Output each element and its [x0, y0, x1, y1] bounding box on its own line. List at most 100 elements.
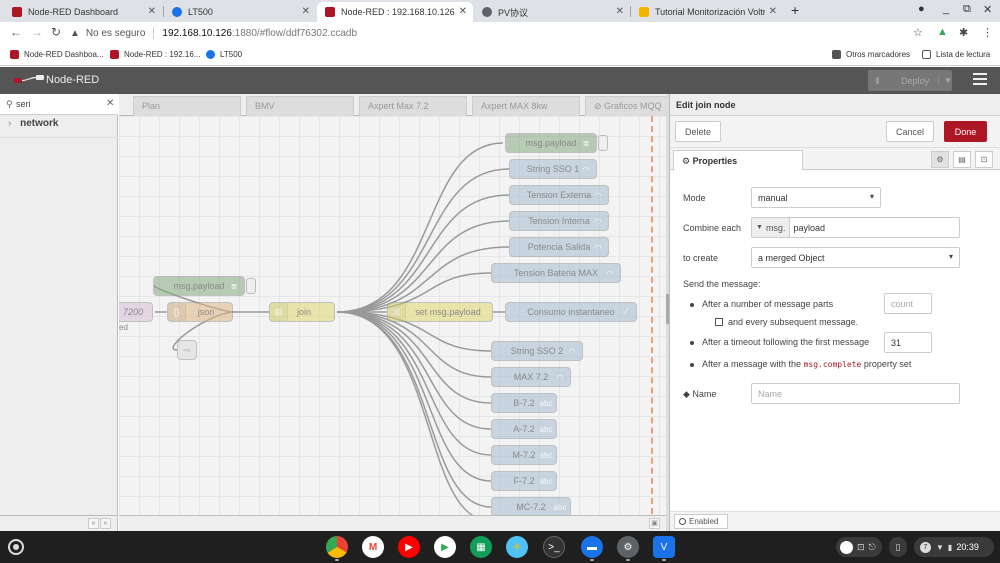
bookmark-nodered-dashboard[interactable]: Node-RED Dashboa... — [10, 50, 104, 59]
tab-plan[interactable]: Plan — [133, 96, 241, 116]
phone-hub-icon[interactable]: ▯ — [889, 537, 907, 557]
gauge-node-max-72[interactable]: MAX 7.2◠ — [491, 367, 571, 387]
gauge-node-tension-interna[interactable]: Tension Interna◠ — [509, 211, 609, 231]
more-menu-icon[interactable]: ⋮ — [982, 27, 993, 39]
youtube-icon[interactable]: ▶ — [398, 536, 420, 558]
palette-search-input[interactable] — [16, 97, 96, 111]
weather-icon[interactable]: ☀ — [506, 536, 528, 558]
browser-tab-pv[interactable]: PV协议 ✕ — [474, 2, 630, 22]
count-input[interactable]: count — [884, 293, 932, 314]
browser-tab-nodered-dashboard[interactable]: Node-RED Dashboard ✕ — [4, 2, 162, 22]
source-node[interactable]: 7200 — [119, 302, 153, 322]
reading-list-button[interactable]: Lista de lectura — [922, 50, 990, 59]
close-tab-icon[interactable]: ✕ — [458, 6, 467, 17]
other-bookmarks-folder[interactable]: Otros marcadores — [832, 50, 910, 59]
expand-all-icon[interactable]: » — [100, 518, 111, 529]
close-tab-icon[interactable]: ✕ — [768, 6, 777, 17]
restore-icon[interactable]: ⧉ — [963, 3, 971, 15]
navigator-icon[interactable]: ▣ — [649, 518, 660, 529]
type-selector[interactable]: ▼msg. — [752, 218, 791, 237]
link-node[interactable]: ⇨ — [177, 340, 197, 360]
join-node[interactable]: ⊞ join — [269, 302, 335, 322]
cancel-button[interactable]: Cancel — [886, 121, 934, 142]
forward-icon[interactable]: → — [31, 25, 43, 39]
delete-button[interactable]: Delete — [675, 121, 721, 142]
close-window-icon[interactable]: ✕ — [983, 4, 993, 16]
collapse-all-icon[interactable]: « — [88, 518, 99, 529]
tab-properties[interactable]: ⚙ Properties — [673, 150, 803, 171]
flow-canvas[interactable]: 7200 ed msg.payload ≣ {} json ⇨ ⊞ join ⤨… — [119, 116, 666, 515]
combine-typed-input[interactable]: ▼msg. payload — [751, 217, 960, 238]
appearance-icon[interactable]: ⊡ — [975, 151, 993, 168]
to-create-select[interactable]: a merged Object ▾ — [751, 247, 960, 268]
description-icon[interactable]: ▤ — [953, 151, 971, 168]
bookmark-star-icon[interactable]: ☆ — [913, 27, 923, 39]
gauge-node-string-sso-2[interactable]: String SSO 2◠ — [491, 341, 583, 361]
files-icon[interactable]: ▬ — [581, 536, 603, 558]
tab-bmv[interactable]: BMV — [246, 96, 354, 116]
tray-capture[interactable]: ⊡ ⎋ — [836, 537, 882, 557]
debug-toggle-button[interactable] — [246, 278, 256, 294]
close-tab-icon[interactable]: ✕ — [615, 6, 624, 17]
close-tab-icon[interactable]: ✕ — [301, 6, 310, 17]
change-node[interactable]: ⤨ set msg.payload — [387, 302, 493, 322]
gauge-node-string-sso-1[interactable]: String SSO 1◠ — [509, 159, 597, 179]
gauge-node-potencia-salida[interactable]: Potencia Salida◠ — [509, 237, 609, 257]
json-node[interactable]: {} json — [167, 302, 233, 322]
new-tab-button[interactable]: + — [791, 2, 800, 18]
gauge-node-tension-bateria[interactable]: Tension Bateria MAX◠ — [491, 263, 621, 283]
mode-select[interactable]: manual ▾ — [751, 187, 881, 208]
debug-node-left[interactable]: msg.payload ≣ — [153, 276, 245, 296]
debug-node-right[interactable]: msg.payload ≣ — [505, 133, 597, 153]
sidebar-divider[interactable] — [666, 94, 670, 531]
text-abc-icon: abc — [539, 398, 553, 408]
drive-icon[interactable]: ▲ — [937, 26, 948, 38]
deploy-dropdown-icon[interactable]: ▼ — [938, 76, 952, 85]
browser-tab-nodered-editor[interactable]: Node-RED : 192.168.10.126 ✕ — [317, 2, 473, 22]
settings-gear-icon[interactable]: ⚙ — [931, 151, 949, 168]
address-bar[interactable]: ▲ No es seguro 192.168.10.126 :1880/#flo… — [70, 24, 930, 42]
main-menu-icon[interactable] — [973, 73, 987, 85]
done-button[interactable]: Done — [944, 121, 987, 142]
profile-icon[interactable]: ● — [918, 3, 925, 15]
tag-icon: ◆ — [683, 389, 693, 399]
sheets-icon[interactable]: ▦ — [470, 536, 492, 558]
vscode-icon[interactable]: V — [653, 536, 675, 558]
text-node-label: M-7.2 — [512, 450, 536, 460]
gmail-icon[interactable]: M — [362, 536, 384, 558]
deploy-button[interactable]: Deploy ▼ — [868, 70, 952, 91]
back-icon[interactable]: ← — [10, 25, 22, 39]
launcher-icon[interactable] — [8, 539, 24, 555]
bookmark-nodered-editor[interactable]: Node-RED : 192.16... — [110, 50, 200, 59]
divider-grip[interactable] — [666, 294, 670, 324]
extensions-icon[interactable]: ✱ — [959, 27, 969, 39]
tab-graficos[interactable]: ⊘ Graficos MQQ — [585, 96, 666, 116]
chart-node-consumo[interactable]: Consumo instantaneo⟋ — [505, 302, 637, 322]
enabled-toggle[interactable]: Enabled — [674, 514, 728, 529]
subsequent-checkbox[interactable] — [715, 318, 723, 326]
tab-axpert-max-72[interactable]: Axpert Max 7.2 — [359, 96, 467, 116]
close-tab-icon[interactable]: ✕ — [147, 6, 156, 17]
tab-axpert-max-8kw[interactable]: Axpert MAX 8kw — [472, 96, 580, 116]
browser-tab-tutorial[interactable]: Tutorial Monitorización Voltronic ✕ — [631, 2, 783, 22]
play-store-icon[interactable]: ▶ — [434, 536, 456, 558]
minimize-icon[interactable]: _ — [943, 3, 950, 15]
palette-category-network[interactable]: › network — [0, 118, 118, 138]
name-input[interactable]: Name — [751, 383, 960, 404]
chrome-icon[interactable] — [326, 536, 348, 558]
bookmark-lt500[interactable]: LT500 — [206, 50, 242, 59]
clear-search-icon[interactable]: ✕ — [106, 98, 115, 109]
browser-tab-lt500[interactable]: LT500 ✕ — [164, 2, 316, 22]
settings-icon[interactable]: ⚙ — [617, 536, 639, 558]
gauge-node-tension-externa[interactable]: Tension Externa◠ — [509, 185, 609, 205]
debug-toggle-button[interactable] — [598, 135, 608, 151]
reload-icon[interactable]: ↻ — [51, 25, 62, 39]
terminal-icon[interactable]: >_ — [543, 536, 565, 558]
timeout-input[interactable]: 31 — [884, 332, 932, 353]
system-tray[interactable]: 7 ▼ ▮ 20:39 — [914, 537, 994, 557]
